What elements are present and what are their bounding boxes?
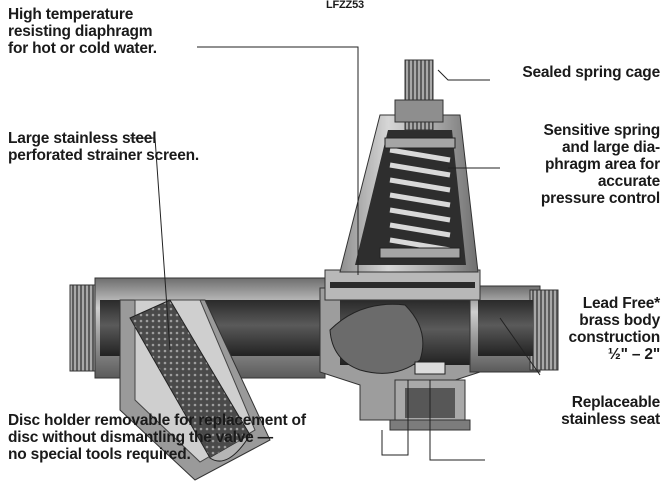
strainer-screen bbox=[129, 299, 251, 462]
callout-strainer: Large stainless steel perforated straine… bbox=[8, 130, 200, 164]
stainless-seat bbox=[414, 361, 446, 375]
callout-body: Lead Free* brass body construction ½" – … bbox=[568, 295, 661, 363]
diaphragm-flange bbox=[324, 269, 481, 301]
callout-disc-holder: Disc holder removable for replacement of… bbox=[8, 412, 306, 463]
model-number: LFZZ53 bbox=[326, 0, 364, 11]
callout-spring: Sensitive spring and large dia- phragm a… bbox=[540, 122, 660, 207]
pressure-spring bbox=[389, 147, 451, 253]
callout-seat: Replaceable stainless seat bbox=[561, 394, 660, 428]
leader-spring-cage bbox=[437, 69, 490, 81]
leader-seat bbox=[429, 380, 485, 461]
spring-button bbox=[379, 137, 461, 259]
leader-strainer bbox=[130, 137, 171, 351]
leader-body bbox=[499, 317, 541, 376]
adjusting-screw bbox=[394, 59, 444, 131]
leader-lines bbox=[130, 46, 541, 461]
callout-spring-cage: Sealed spring cage bbox=[522, 64, 660, 81]
leader-disc-holder bbox=[381, 380, 409, 456]
callout-diaphragm: High temperature resisting diaphragm for… bbox=[8, 6, 157, 57]
outlet-port bbox=[469, 285, 559, 373]
leader-diaphragm bbox=[197, 46, 359, 275]
